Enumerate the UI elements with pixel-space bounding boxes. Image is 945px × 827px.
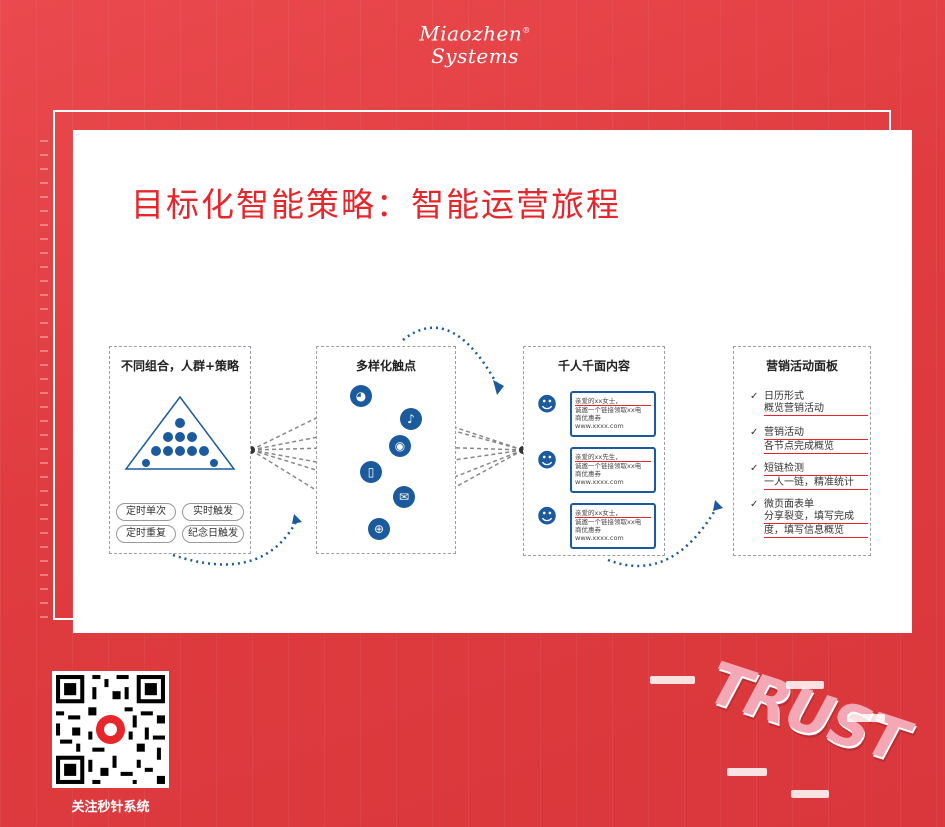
email-icon: ✉ — [393, 486, 415, 508]
audience-strategy-panel: 不同组合，人群+策略 定时单次 实时触发 定时重复 纪念日触发 — [109, 346, 251, 554]
feature-detail: 一人一链，精准统计 — [764, 477, 868, 490]
panel-title: 不同组合，人群+策略 — [120, 359, 240, 373]
slide-card: 目标化智能策略：智能运营旅程 — [73, 130, 912, 633]
touchpoints-panel: 多样化触点 — [316, 346, 456, 554]
feature-heading: 营销活动 — [764, 427, 868, 440]
message-body: 商优惠券 — [575, 526, 601, 534]
decorative-tag — [650, 676, 695, 684]
logo-registered-mark: ® — [522, 26, 531, 35]
feature-heading: 日历形式 — [764, 391, 804, 402]
audience-pyramid-icon — [124, 395, 236, 470]
panel-title: 多样化触点 — [355, 359, 416, 373]
message-greeting: 亲爱的xx女士， — [575, 397, 651, 406]
message-link: www.xxxx.com — [575, 422, 624, 430]
qr-code — [52, 671, 169, 788]
logo-line1: Miaozhen — [419, 21, 523, 46]
decorative-tag — [847, 714, 885, 722]
slide-title: 目标化智能策略：智能运营旅程 — [131, 185, 621, 224]
feature-detail: 分享裂变，填写完成 — [764, 511, 868, 524]
douyin-icon: ♪ — [400, 408, 422, 430]
feature-detail: 概览营销活动 — [764, 403, 868, 416]
personalized-content-panel: 千人千面内容 ☻ 亲爱的xx女士， 诚邀一个链接领取xx电 商优惠券 www.x… — [523, 346, 665, 556]
decorative-tag — [727, 768, 767, 776]
weibo-icon: ◉ — [389, 435, 411, 457]
pill-realtime-trigger: 实时触发 — [182, 503, 244, 521]
message-body: 诚邀一个链接领取xx电 — [575, 462, 642, 470]
feature-heading: 微页面表单 — [764, 499, 814, 510]
qr-caption: 关注秒针系统 — [71, 800, 150, 815]
check-icon: ✓ — [750, 463, 759, 474]
panel-title: 千人千面内容 — [557, 359, 630, 373]
male-avatar-icon: ☻ — [536, 448, 558, 472]
message-card: 亲爱的xx先生， 诚邀一个链接领取xx电 商优惠券 www.xxxx.com — [570, 447, 656, 493]
message-link: www.xxxx.com — [575, 478, 624, 486]
message-body: 诚邀一个链接领取xx电 — [575, 406, 642, 414]
wechat-icon: ◕ — [350, 385, 372, 407]
female-avatar-icon: ☻ — [536, 392, 558, 416]
decorative-tag — [786, 681, 824, 689]
pill-scheduled-once: 定时单次 — [116, 503, 176, 521]
check-icon: ✓ — [750, 499, 759, 510]
feature-heading: 短链检测 — [764, 463, 868, 476]
message-body: 商优惠券 — [575, 470, 601, 478]
message-card: 亲爱的xx女士， 诚邀一个链接领取xx电 商优惠券 www.xxxx.com — [570, 391, 656, 437]
message-body: 诚邀一个链接领取xx电 — [575, 518, 642, 526]
web-icon: ⊕ — [368, 518, 390, 540]
miaozhen-logo: Miaozhen® Systems — [415, 20, 535, 67]
message-greeting: 亲爱的xx先生， — [575, 453, 651, 462]
message-card: 亲爱的xx女士， 诚邀一个链接领取xx电 商优惠券 www.xxxx.com — [570, 503, 656, 549]
feature-detail: 度，填写信息概览 — [764, 525, 868, 538]
check-icon: ✓ — [750, 391, 759, 402]
decorative-dashes — [40, 140, 48, 620]
message-body: 商优惠券 — [575, 414, 601, 422]
qr-code-pattern — [52, 671, 169, 788]
pill-scheduled-repeat: 定时重复 — [116, 525, 176, 543]
campaign-dashboard-panel: 营销活动面板 ✓ 日历形式概览营销活动 ✓ 营销活动各节点完成概览 ✓ 短链检测… — [733, 346, 871, 556]
decorative-tag — [791, 790, 829, 798]
pill-anniversary-trigger: 纪念日触发 — [182, 525, 244, 543]
feature-detail: 各节点完成概览 — [764, 441, 868, 454]
mobile-icon: ▯ — [360, 461, 382, 483]
check-icon: ✓ — [750, 427, 759, 438]
message-link: www.xxxx.com — [575, 534, 624, 542]
message-greeting: 亲爱的xx女士， — [575, 509, 651, 518]
logo-line2: Systems — [431, 43, 519, 68]
female-avatar-icon: ☻ — [536, 504, 558, 528]
panel-title: 营销活动面板 — [765, 359, 838, 373]
